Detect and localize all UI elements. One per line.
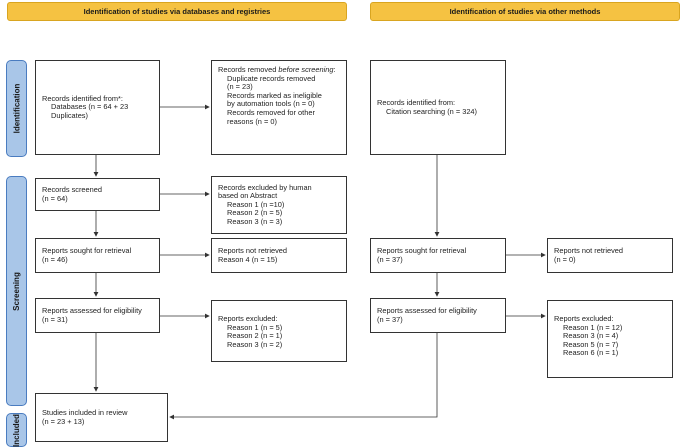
other-reports-assessed-line-2: (n = 37) xyxy=(377,314,403,324)
records-removed-item-4: by automation tools (n = 0) xyxy=(227,99,315,109)
records-removed-item-1: Duplicate records removed xyxy=(227,73,316,83)
records-removed-item-3: Records marked as ineligible xyxy=(227,90,322,100)
other-records-identified-line-1: Records identified from: xyxy=(377,97,456,107)
stage-screening: Screening xyxy=(6,176,27,406)
other-reports-assessed-line-1: Reports assessed for eligibility xyxy=(377,305,477,315)
records-excluded-reason-3: Reason 3 (n = 3) xyxy=(227,216,283,226)
other-reports-excluded-reason-4: Reason 6 (n = 1) xyxy=(563,348,619,358)
reports-assessed-box: Reports assessed for eligibility (n = 31… xyxy=(35,298,160,333)
other-reports-sought-box: Reports sought for retrieval (n = 37) xyxy=(370,238,506,273)
other-reports-excluded-box: Reports excluded: Reason 1 (n = 12) Reas… xyxy=(547,300,673,378)
other-records-identified-box: Records identified from: Citation search… xyxy=(370,60,506,155)
other-reports-excluded-reason-2: Reason 3 (n = 4) xyxy=(563,331,619,341)
reports-excluded-reason-1: Reason 1 (n = 5) xyxy=(227,322,283,332)
records-excluded-box: Records excluded by human based on Abstr… xyxy=(211,176,347,234)
studies-included-line-1: Studies included in review xyxy=(42,407,128,417)
records-excluded-reason-1: Reason 1 (n =10) xyxy=(227,199,285,209)
records-screened-line-1: Records screened xyxy=(42,184,102,194)
records-excluded-reason-2: Reason 2 (n = 5) xyxy=(227,208,283,218)
other-reports-not-retrieved-box: Reports not retrieved (n = 0) xyxy=(547,238,673,273)
records-removed-title: Records removed before screening: xyxy=(218,65,340,75)
stage-identification: Identification xyxy=(6,60,27,157)
reports-assessed-line-2: (n = 31) xyxy=(42,314,68,324)
other-reports-assessed-box: Reports assessed for eligibility (n = 37… xyxy=(370,298,506,333)
reports-sought-line-2: (n = 46) xyxy=(42,254,68,264)
reports-excluded-box: Reports excluded: Reason 1 (n = 5) Reaso… xyxy=(211,300,347,362)
records-removed-item-2: (n = 23) xyxy=(227,82,253,92)
reports-excluded-line-1: Reports excluded: xyxy=(218,314,278,323)
records-excluded-line-1: Records excluded by human xyxy=(218,182,312,192)
records-removed-title-em: before screening xyxy=(278,65,334,74)
records-removed-title-pre: Records removed xyxy=(218,65,279,74)
arrow-other-assessed-to-included xyxy=(169,333,438,420)
records-screened-box: Records screened (n = 64) xyxy=(35,178,160,211)
other-reports-excluded-line-1: Reports excluded: xyxy=(554,314,614,323)
other-reports-not-retrieved-line-2: (n = 0) xyxy=(554,254,576,264)
reports-not-retrieved-box: Reports not retrieved Reason 4 (n = 15) xyxy=(211,238,347,273)
other-reports-sought-line-1: Reports sought for retrieval xyxy=(377,245,467,255)
records-removed-item-5: Records removed for other xyxy=(227,107,315,117)
records-removed-title-post: : xyxy=(333,65,336,74)
reports-excluded-reason-2: Reason 2 (n = 1) xyxy=(227,331,283,341)
reports-not-retrieved-line-1: Reports not retrieved xyxy=(218,245,288,255)
records-identified-line-2: Databases (n = 64 + 23 xyxy=(51,102,129,112)
other-reports-excluded-reason-3: Reason 5 (n = 7) xyxy=(563,339,619,349)
records-identified-box: Records identified from*: Databases (n =… xyxy=(35,60,160,155)
other-records-identified-line-2: Citation searching (n = 324) xyxy=(386,106,477,116)
header-databases: Identification of studies via databases … xyxy=(7,2,347,21)
other-reports-not-retrieved-line-1: Reports not retrieved xyxy=(554,245,624,255)
studies-included-line-2: (n = 23 + 13) xyxy=(42,416,85,426)
records-removed-box: Records removed before screening: Duplic… xyxy=(211,60,347,155)
header-other-methods: Identification of studies via other meth… xyxy=(370,2,680,21)
reports-excluded-reason-3: Reason 3 (n = 2) xyxy=(227,339,283,349)
other-reports-excluded-reason-1: Reason 1 (n = 12) xyxy=(563,322,623,332)
reports-sought-line-1: Reports sought for retrieval xyxy=(42,245,132,255)
records-identified-line-1: Records identified from*: xyxy=(42,93,123,103)
records-excluded-line-2: based on Abstract xyxy=(218,191,278,201)
reports-sought-box: Reports sought for retrieval (n = 46) xyxy=(35,238,160,273)
records-identified-line-3: Duplicates) xyxy=(51,110,88,120)
records-removed-item-6: reasons (n = 0) xyxy=(227,116,277,126)
records-screened-line-2: (n = 64) xyxy=(42,193,68,203)
other-reports-sought-line-2: (n = 37) xyxy=(377,254,403,264)
header-databases-label: Identification of studies via databases … xyxy=(83,7,271,16)
reports-assessed-line-1: Reports assessed for eligibility xyxy=(42,305,142,315)
reports-not-retrieved-line-2: Reason 4 (n = 15) xyxy=(218,254,278,264)
studies-included-box: Studies included in review (n = 23 + 13) xyxy=(35,393,168,442)
header-other-methods-label: Identification of studies via other meth… xyxy=(449,7,601,16)
